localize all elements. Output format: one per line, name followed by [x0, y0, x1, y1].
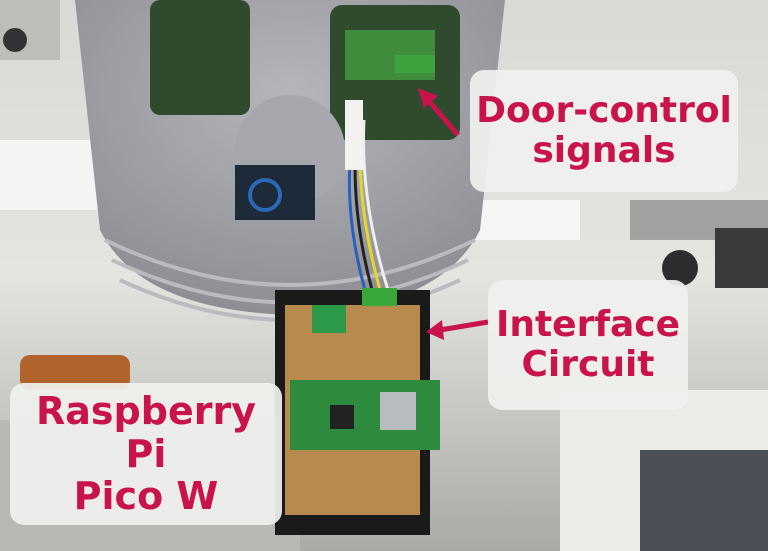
pulley — [662, 250, 698, 286]
stored-item — [20, 355, 130, 390]
label-line: Circuit — [521, 344, 655, 385]
label-line: signals — [532, 130, 676, 171]
label-line: Interface — [495, 303, 681, 345]
camera — [3, 28, 27, 52]
control-board-left — [150, 0, 250, 115]
label-line: Pico W — [73, 474, 219, 519]
interface-circuit-label: Interface Circuit — [488, 280, 688, 410]
pico-w-label: Raspberry Pi Pico W — [10, 383, 282, 525]
terminal-block — [362, 288, 397, 306]
wire-sleeve — [345, 100, 363, 170]
window — [640, 450, 768, 551]
label-line: Door-control — [476, 89, 732, 131]
motor-opening — [235, 165, 315, 220]
door-control-signals-label: Door-control signals — [470, 70, 738, 192]
pico-w-board — [290, 380, 440, 450]
label-line: Raspberry Pi — [36, 389, 256, 476]
